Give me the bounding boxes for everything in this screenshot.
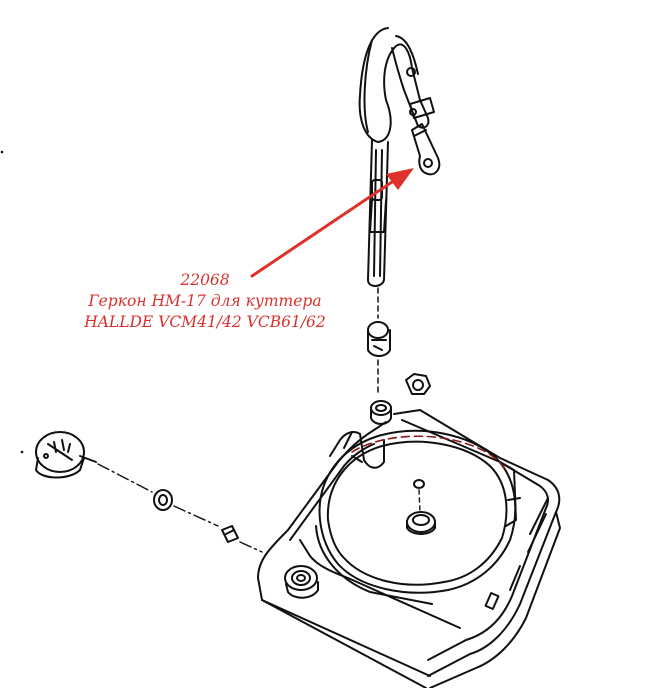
part-number: 22068 bbox=[180, 271, 230, 289]
left-assembly-line bbox=[97, 463, 263, 553]
part-description: Геркон НМ-17 для куттера bbox=[88, 292, 322, 310]
bowl-platter bbox=[315, 430, 521, 605]
hex-washer bbox=[405, 373, 431, 395]
connector-nut bbox=[367, 321, 391, 357]
left-washer bbox=[153, 489, 173, 511]
bowl-dashed-rim bbox=[351, 435, 507, 471]
hub-center-line bbox=[418, 489, 421, 513]
rod-assembly bbox=[367, 139, 389, 287]
part-callout: 22068 Геркон НМ-17 для куттера HALLDE VC… bbox=[60, 270, 350, 333]
reed-switch-part bbox=[411, 123, 441, 176]
callout-arrow bbox=[250, 168, 414, 278]
margin-dot-top bbox=[0, 150, 4, 154]
base-housing bbox=[257, 409, 561, 688]
dial-gauge bbox=[35, 431, 97, 479]
small-screw bbox=[221, 525, 239, 543]
margin-dot-left bbox=[20, 450, 24, 454]
threaded-boss bbox=[370, 400, 392, 425]
part-model: HALLDE VCM41/42 VCB61/62 bbox=[84, 313, 326, 331]
front-knob bbox=[284, 565, 319, 599]
center-hub bbox=[406, 479, 436, 535]
